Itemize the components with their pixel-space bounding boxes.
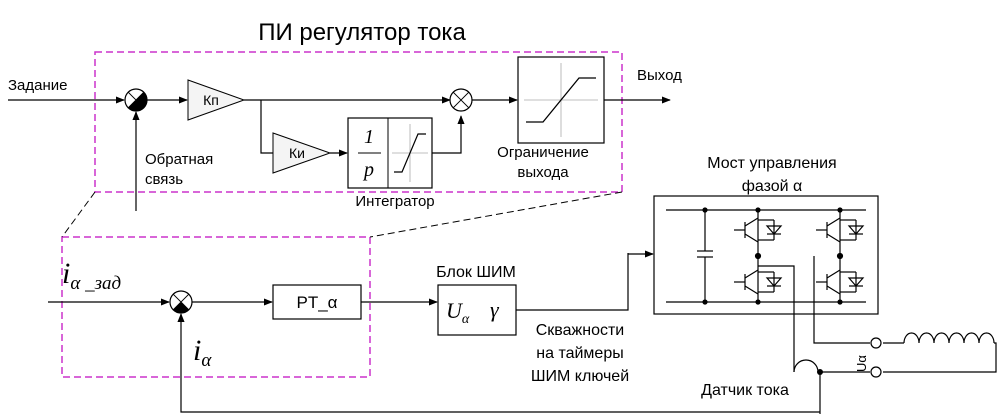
controller-block <box>272 284 362 320</box>
output-limiter-block <box>517 56 605 144</box>
wire <box>516 253 629 311</box>
pwm-block <box>437 284 517 336</box>
pwm-u-symbol: Uα <box>446 298 470 327</box>
h-bridge-block <box>653 195 879 315</box>
output-label: Выход <box>637 67 682 84</box>
integrator-numerator: 1 <box>364 126 374 148</box>
duty-label-line2: на таймеры <box>536 345 623 362</box>
kp-label: Кп <box>203 92 219 108</box>
limiter-label-line2: выхода <box>517 164 569 181</box>
limiter-label-line1: Ограничение <box>497 144 589 161</box>
summing-junction-1 <box>124 88 148 112</box>
setpoint-label: Задание <box>8 77 68 94</box>
wire <box>260 100 273 154</box>
terminal-top <box>870 337 882 349</box>
u-alpha-label: Uα <box>854 355 869 372</box>
ki-gain-block <box>272 132 332 174</box>
i-ref-symbol: iα _зад <box>62 257 121 294</box>
integrator-label: Интегратор <box>355 193 434 210</box>
duty-label-line1: Скважности <box>536 322 624 339</box>
integrator-block <box>347 117 433 189</box>
duty-label-line3: ШИМ ключей <box>531 368 629 385</box>
kp-gain-block <box>187 79 246 121</box>
pi-detail-frame <box>94 51 623 193</box>
i-feedback-symbol: iα <box>193 334 212 371</box>
integrator-denominator: p <box>362 159 374 181</box>
sensor-node <box>817 369 823 375</box>
current-sensor-label: Датчик тока <box>701 382 789 399</box>
summing-junction-3 <box>169 290 193 314</box>
feedback-label-line1: Обратная <box>145 151 213 168</box>
summing-junction-2 <box>449 88 473 112</box>
controller-label: PT_α <box>296 293 337 312</box>
wire <box>432 115 465 154</box>
bridge-label-line2: фазой α <box>742 178 803 195</box>
pwm-gamma-symbol: γ <box>490 297 500 322</box>
current-feedback-arrow <box>177 313 820 413</box>
terminal-bottom <box>870 366 882 378</box>
feedback-label-line2: связь <box>145 171 183 188</box>
winding-wiring <box>758 256 997 414</box>
controller-frame <box>61 236 371 378</box>
bridge-label-line1: Мост управления <box>707 155 836 172</box>
zoom-connector-right <box>369 191 623 238</box>
pwm-block-label: Блок ШИМ <box>436 264 516 281</box>
zoom-connector-left <box>61 191 96 238</box>
ki-label: Ки <box>289 145 305 161</box>
diagram-title: ПИ регулятор тока <box>258 19 466 46</box>
